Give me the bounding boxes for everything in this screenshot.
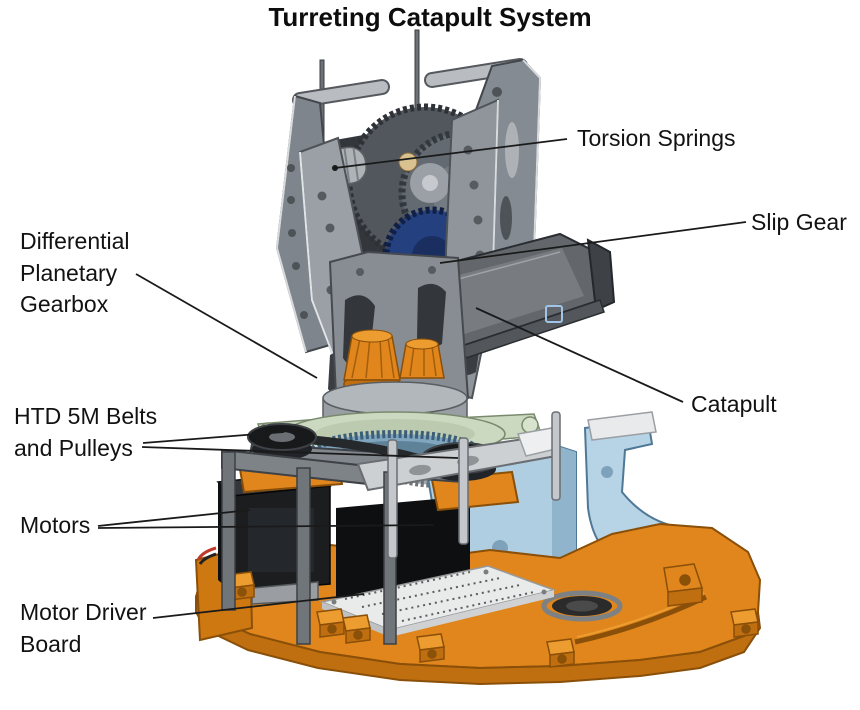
- label-motors: Motors: [20, 512, 91, 538]
- support-frame: [221, 427, 562, 645]
- leader-motors-1: [97, 509, 251, 527]
- label-torsion-springs: Torsion Springs: [577, 125, 736, 151]
- leader-torsion-springs: [334, 138, 568, 169]
- base-bosses: [226, 563, 759, 668]
- selection-artifact: [545, 305, 563, 323]
- leader-motors-2: [97, 524, 435, 529]
- leader-lines: [97, 138, 747, 619]
- leader-torsion-dot: [332, 165, 338, 171]
- label-catapult: Catapult: [691, 391, 777, 417]
- leader-belts-2: [141, 446, 459, 459]
- label-motor-driver-board: Motor Driver Board: [20, 599, 147, 657]
- leader-belts-1: [142, 431, 285, 444]
- leader-gearbox: [135, 273, 318, 379]
- diagram-title: Turreting Catapult System: [268, 2, 592, 32]
- motor-center: [336, 496, 470, 600]
- leader-slip-gear: [439, 221, 747, 264]
- leader-catapult: [475, 307, 684, 403]
- standoff-posts: [387, 411, 561, 559]
- leader-driver-board: [152, 593, 365, 619]
- label-slip-gear: Slip Gear: [751, 209, 847, 235]
- label-htd-belts: HTD 5M Belts and Pulleys: [14, 403, 158, 461]
- label-differential-planetary-gearbox: Differential Planetary Gearbox: [20, 228, 130, 318]
